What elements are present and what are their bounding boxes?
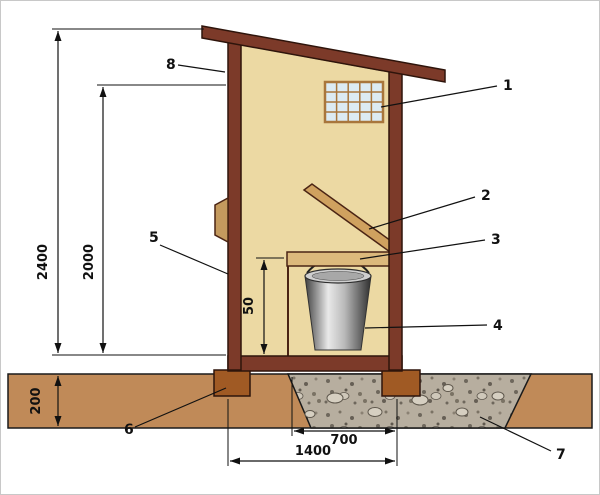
foundation-block-right (381, 369, 421, 397)
dimension-wall-height: 2000 (82, 84, 226, 353)
foundation-block-left (213, 369, 251, 397)
dimension-label-foundation-depth: 200 (29, 387, 44, 414)
callout-6-foundation: 6 (124, 387, 227, 438)
callout-4-bucket: 4 (364, 318, 503, 334)
roof (201, 25, 446, 83)
outhouse-structure (201, 25, 446, 372)
callout-2-lid: 2 (368, 188, 491, 230)
callout-label-6: 6 (124, 422, 134, 438)
dimension-foundation-depth: 200 (29, 376, 62, 426)
callout-3-seat: 3 (359, 232, 501, 260)
pit-gravel (286, 373, 533, 429)
dimension-label-pit-width: 700 (330, 433, 357, 448)
callout-label-7: 7 (556, 447, 566, 463)
dimension-label-wall-height: 2000 (82, 244, 97, 280)
post-left (227, 33, 242, 371)
callout-5-wall: 5 (149, 230, 229, 275)
callout-label-3: 3 (491, 232, 501, 248)
callout-label-2: 2 (481, 188, 491, 204)
dimension-seat-height: 50 (242, 257, 284, 354)
dimension-label-base-width: 1400 (295, 444, 331, 459)
dimension-base-width: 1400 (227, 399, 395, 466)
callout-1-window: 1 (380, 78, 513, 108)
callout-8-wall-top: 8 (166, 57, 226, 73)
bucket (304, 257, 372, 351)
floor-sill (227, 355, 403, 372)
callout-label-1: 1 (503, 78, 513, 94)
dimension-total-height: 2400 (36, 28, 226, 356)
window (323, 80, 385, 124)
callout-label-5: 5 (149, 230, 159, 246)
dimension-label-total-height: 2400 (36, 244, 51, 280)
dimension-pit-width: 700 (291, 377, 398, 466)
callout-7-pit: 7 (479, 416, 566, 463)
callout-label-4: 4 (493, 318, 503, 334)
dimension-label-seat-height: 50 (242, 297, 257, 315)
callout-label-8: 8 (166, 57, 176, 73)
door-latch (214, 196, 229, 244)
